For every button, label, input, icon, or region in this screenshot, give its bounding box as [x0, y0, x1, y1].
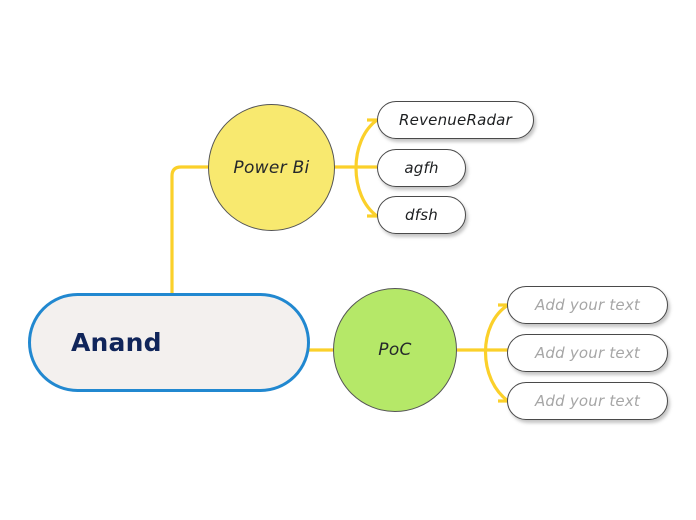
root-node-label: Anand [71, 328, 162, 357]
leaf-node-revenueradar[interactable]: RevenueRadar [377, 101, 534, 139]
leaf-node-placeholder-1[interactable]: Add your text [507, 286, 668, 324]
root-node[interactable]: Anand [28, 293, 310, 392]
leaf-node-dfsh[interactable]: dfsh [377, 196, 466, 234]
leaf-node-label: Add your text [534, 296, 641, 314]
connector-powerbi-arc [354, 118, 378, 218]
branch-node-power-bi-label: Power Bi [233, 157, 310, 178]
leaf-node-label: dfsh [405, 206, 438, 224]
branch-node-power-bi[interactable]: Power Bi [208, 104, 335, 231]
connector-poc-arc [483, 303, 509, 403]
branch-node-poc-label: PoC [378, 340, 412, 360]
leaf-node-label: RevenueRadar [399, 111, 512, 129]
connector-root-to-powerbi [170, 165, 209, 296]
leaf-node-placeholder-2[interactable]: Add your text [507, 334, 668, 372]
leaf-node-agfh[interactable]: agfh [377, 149, 466, 187]
leaf-node-label: Add your text [534, 344, 641, 362]
leaf-node-placeholder-3[interactable]: Add your text [507, 382, 668, 420]
branch-node-poc[interactable]: PoC [333, 288, 457, 412]
leaf-node-label: Add your text [534, 392, 641, 410]
leaf-node-label: agfh [404, 159, 439, 177]
